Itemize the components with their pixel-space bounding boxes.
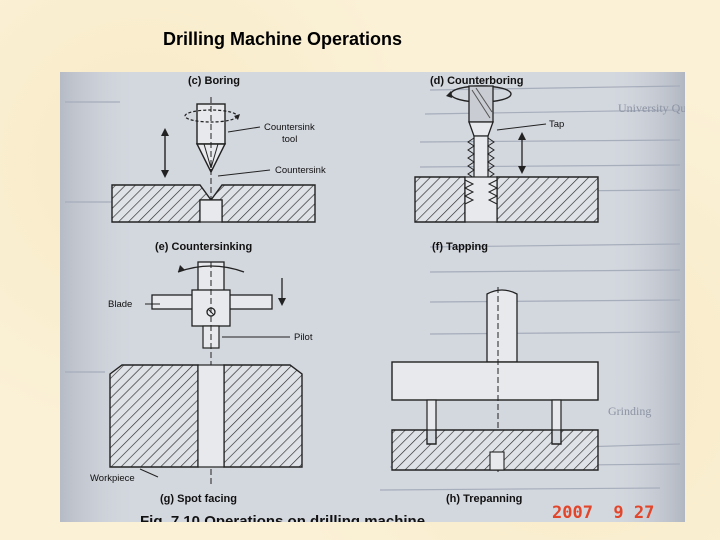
panel-title-tapping: (f) Tapping	[432, 241, 488, 253]
panel-boring: (c) Boring Countersink tool Countersink	[111, 75, 326, 223]
panel-title-trepanning: (h) Trepanning	[446, 493, 522, 505]
bleed-text-university: University Que	[618, 101, 685, 115]
label-workpiece: Workpiece	[90, 473, 135, 484]
panel-spot-facing: (e) Countersinking Blade Pilot Workpiece…	[90, 241, 313, 505]
label-countersink-tool-line2: tool	[282, 134, 297, 145]
panel-title-counterboring: (d) Counterboring	[430, 75, 523, 87]
label-blade: Blade	[108, 299, 132, 310]
panel-title-boring: (c) Boring	[188, 75, 240, 87]
textbook-figure-photo: University Que Grinding (c) Boring Count…	[60, 72, 685, 522]
camera-date-stamp: 2007 9 27	[552, 503, 654, 522]
panel-title-spot-facing: (g) Spot facing	[160, 493, 237, 505]
slide-title: Drilling Machine Operations	[163, 29, 403, 49]
panel-trepanning: (h) Trepanning	[391, 287, 599, 505]
bleed-text-grinding: Grinding	[608, 404, 651, 418]
figure-caption: Fig. 7.10 Operations on drilling machine	[140, 513, 425, 522]
label-countersink-tool-line1: Countersink	[264, 122, 315, 133]
label-pilot: Pilot	[294, 332, 313, 343]
panel-title-countersinking: (e) Countersinking	[155, 241, 252, 253]
label-countersink: Countersink	[275, 165, 326, 176]
label-tap: Tap	[549, 119, 564, 130]
panel-tapping: (d) Counterboring Tap (f) Tapping	[414, 75, 599, 253]
